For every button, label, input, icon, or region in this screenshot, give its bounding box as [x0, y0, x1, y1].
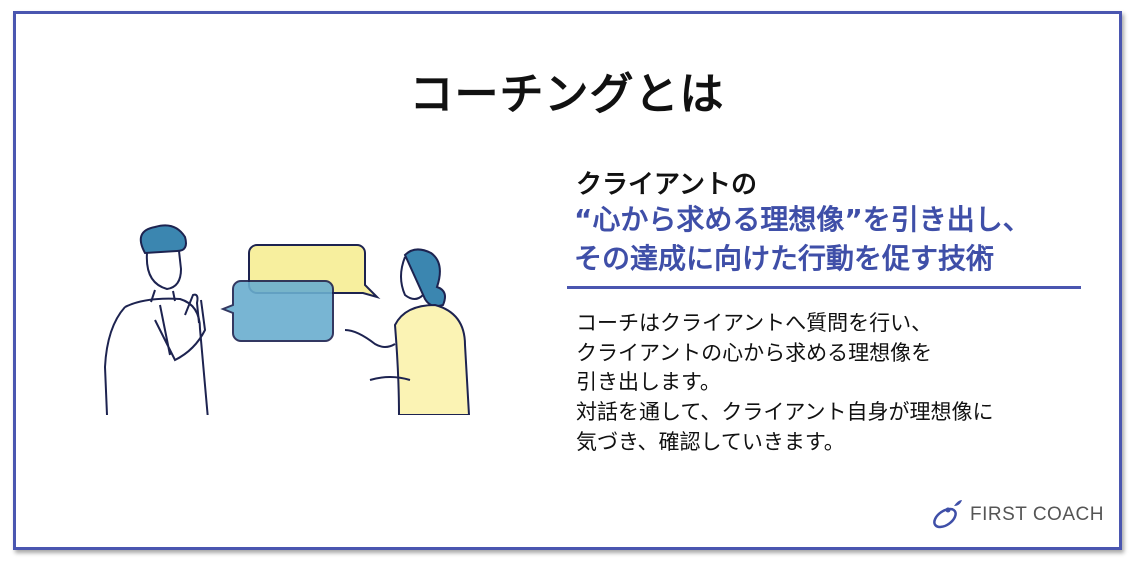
page-title: コーチングとは	[409, 69, 725, 120]
description: コーチはクライアントへ質問を行い、 クライアントの心から求める理想像を 引き出し…	[576, 309, 993, 458]
coach-figure	[103, 224, 209, 415]
divider	[567, 286, 1081, 289]
description-line: コーチはクライアントへ質問を行い、	[576, 311, 933, 335]
definition-highlight-line-2: その達成に向けた行動を促す技術	[574, 242, 995, 275]
definition-lead: クライアントの	[576, 170, 757, 200]
coaching-conversation-illustration	[103, 224, 471, 415]
description-line: 引き出します。	[576, 370, 721, 395]
brand-name: FIRST COACH	[970, 504, 1104, 525]
speech-bubbles	[220, 244, 381, 342]
definition-highlight-line-1: “心から求める理想像”を引き出し、	[574, 203, 1031, 236]
client-figure	[344, 248, 471, 415]
description-line: 対話を通して、クライアント自身が理想像に	[576, 400, 994, 425]
first-coach-logo-icon	[933, 500, 962, 529]
brand-logo: FIRST COACH	[930, 498, 1104, 532]
slide-frame	[13, 11, 1122, 550]
description-line: クライアントの心から求める理想像を	[576, 340, 933, 365]
description-line: 気づき、確認していきます。	[576, 429, 845, 454]
